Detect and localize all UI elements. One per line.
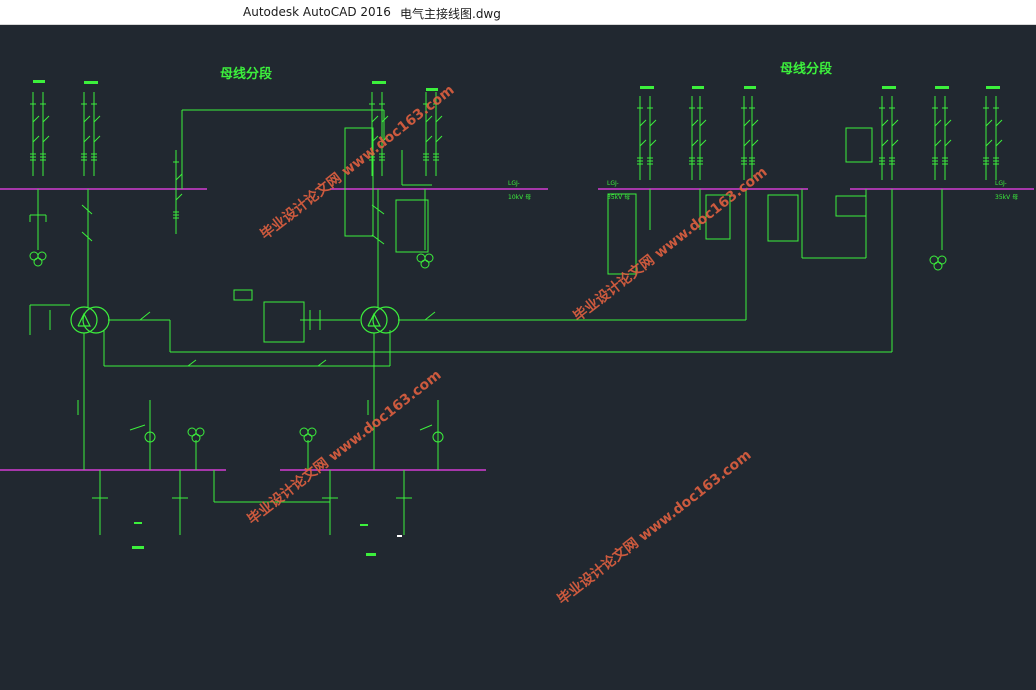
bus-label-mid-bottom: 35kV 母 <box>607 194 630 201</box>
file-title: 电气主接线图.dwg <box>400 7 501 21</box>
bus-label-left-bottom: 10kV 母 <box>508 194 531 201</box>
watermarks: 毕业设计论文网 www.doc163.com 毕业设计论文网 www.doc16… <box>244 81 770 608</box>
bus-drops <box>29 109 947 352</box>
watermark-4: 毕业设计论文网 www.doc163.com <box>554 446 754 608</box>
bus-bars <box>0 188 1034 471</box>
watermark-3: 毕业设计论文网 www.doc163.com <box>244 366 444 528</box>
drawing-canvas[interactable]: 母线分段 母线分段 LGJ- 10kV 母 LGJ- 35kV 母 LGJ- 3… <box>0 24 1036 686</box>
transformers <box>29 295 892 470</box>
lv-tags <box>132 522 402 556</box>
section-label-left: 母线分段 <box>220 66 272 82</box>
feeders-right <box>636 86 1003 181</box>
bus-label-mid-top: LGJ- <box>607 180 619 187</box>
bus-label-right-bottom: 35kV 母 <box>995 194 1018 201</box>
bus-label-right-top: LGJ- <box>995 180 1007 187</box>
title-bar: Autodesk AutoCAD 2016 电气主接线图.dwg <box>0 0 1036 25</box>
section-label-right: 母线分段 <box>780 61 832 77</box>
bus-labels: LGJ- 10kV 母 LGJ- 35kV 母 LGJ- 35kV 母 <box>508 180 1018 201</box>
info-panels <box>233 127 873 343</box>
lv-equipment <box>92 400 444 535</box>
app-title: Autodesk AutoCAD 2016 <box>243 5 391 19</box>
bus-label-left-top: LGJ- <box>508 180 520 187</box>
feeders-left <box>29 80 443 235</box>
watermark-1: 毕业设计论文网 www.doc163.com <box>257 81 457 243</box>
watermark-2: 毕业设计论文网 www.doc163.com <box>570 163 770 325</box>
